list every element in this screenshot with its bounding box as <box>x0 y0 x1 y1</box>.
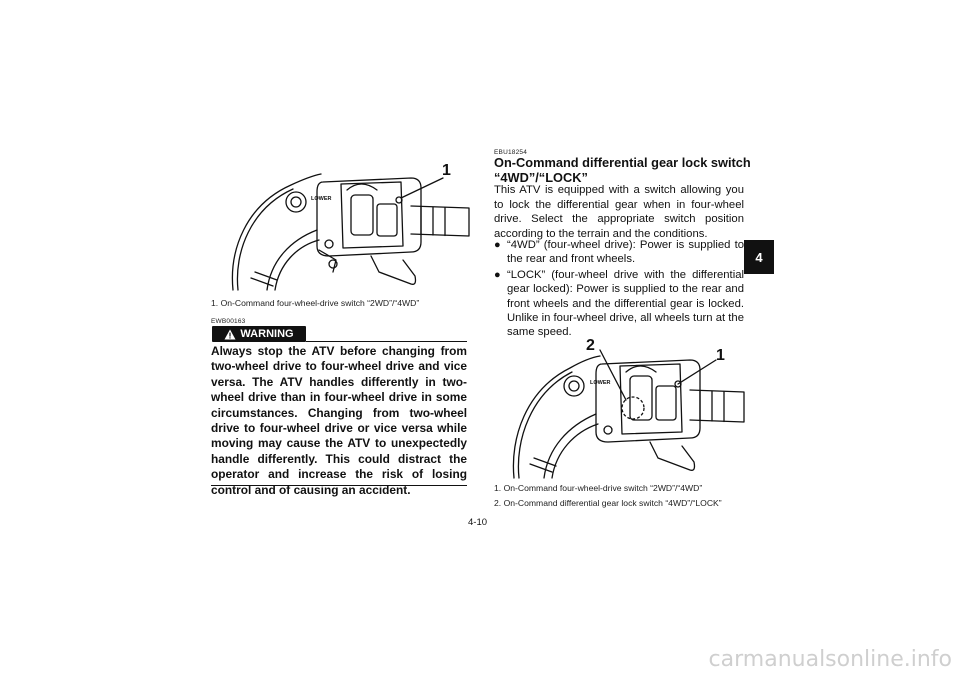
section-title: On-Command differential gear lock switch… <box>494 155 754 185</box>
figure-2-caption-2-text: On-Command differential gear lock switch… <box>503 498 722 508</box>
warning-label: WARNING <box>240 328 294 340</box>
section-intro: This ATV is equipped with a switch allow… <box>494 184 744 240</box>
chapter-tab: 4 <box>744 240 774 274</box>
figure-1-caption-text: On-Command four-wheel-drive switch “2WD”… <box>220 298 420 308</box>
warning-bottom-rule <box>211 485 467 487</box>
warning-text: Always stop the ATV before changing from… <box>211 344 467 497</box>
warning-triangle-icon <box>224 329 236 339</box>
section-title-line-2: “4WD”/“LOCK” <box>494 169 588 185</box>
watermark: carmanualsonline.info <box>708 647 952 672</box>
figure-1-caption-number: 1. <box>211 298 219 308</box>
figure-2-caption-1: 1. On-Command four-wheel-drive switch “2… <box>494 483 702 493</box>
bullet-item-lock: ● “LOCK” (four-wheel drive with the diff… <box>494 268 744 340</box>
warning-badge: WARNING <box>212 326 306 342</box>
section-code: EBU18254 <box>494 149 528 156</box>
section-title-line-1: On-Command differential gear lock switch <box>494 155 751 170</box>
figure-2-caption-2: 2. On-Command differential gear lock swi… <box>494 498 722 508</box>
bullet-dot-icon: ● <box>494 268 501 281</box>
figure-2-callout-2: 2 <box>586 337 595 354</box>
warning-top-rule <box>306 341 467 343</box>
figure-2-caption-1-text: On-Command four-wheel-drive switch “2WD”… <box>503 483 703 493</box>
figure-2-caption-1-number: 1. <box>494 483 502 493</box>
section-bullet-list: ● “4WD” (four-wheel drive): Power is sup… <box>494 238 744 341</box>
figure-1-callout-1: 1 <box>442 162 451 179</box>
bullet-dot-icon: ● <box>494 239 501 251</box>
figure-2-caption-2-number: 2. <box>494 498 502 508</box>
bullet-text-4wd: “4WD” (four-wheel drive): Power is suppl… <box>507 239 744 266</box>
figure-2-callout-1: 1 <box>716 347 725 364</box>
figure-2-handlebar-illustration: 2 1 LOWER <box>512 337 745 479</box>
bullet-item-4wd: ● “4WD” (four-wheel drive): Power is sup… <box>494 238 744 267</box>
page-number: 4-10 <box>468 517 488 528</box>
figure-2-lower-label: LOWER <box>590 380 610 386</box>
figure-1-caption: 1. On-Command four-wheel-drive switch “2… <box>211 298 419 308</box>
lock-switch-highlight <box>621 396 645 420</box>
bullet-text-lock: “LOCK” (four-wheel drive with the differ… <box>507 268 744 339</box>
figure-1-lower-label: LOWER <box>311 196 331 202</box>
warning-code: EWB00163 <box>211 318 246 325</box>
figure-1-handlebar-illustration: 1 LOWER <box>231 162 470 291</box>
